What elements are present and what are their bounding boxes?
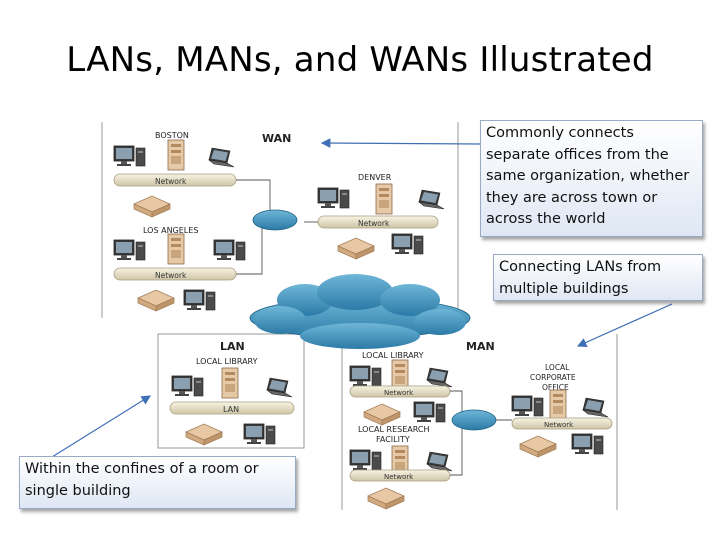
man-library-site: LOCAL LIBRARY Network [349, 351, 453, 426]
printer-icon [519, 435, 557, 458]
man-library-backbone [349, 385, 451, 398]
man-research-site: LOCAL RESEARCH FACILITY Network [349, 425, 453, 510]
internet-cloud-icon [249, 274, 471, 349]
desktop-computer-icon [171, 375, 204, 397]
desktop-computer-icon [349, 365, 382, 387]
lan-library-site: LOCAL LIBRARY LAN [169, 357, 295, 446]
man-panel [341, 334, 618, 510]
boston-site: BOSTON Network [113, 131, 237, 218]
laptop-icon [426, 451, 453, 472]
slide-title: LANs, MANs, and WANs Illustrated [66, 40, 654, 80]
printer-icon [137, 289, 175, 312]
printer-icon [185, 423, 223, 446]
laptop-icon [418, 189, 445, 210]
printer-icon [367, 487, 405, 510]
server-icon [167, 233, 185, 265]
corporate-label-line1: LOCAL [545, 363, 570, 372]
server-icon [221, 367, 239, 399]
laptop-icon [266, 377, 293, 398]
laptop-icon [426, 367, 453, 388]
lan-callout: Within the confines of a room or single … [19, 456, 296, 509]
denver-label: DENVER [358, 173, 392, 182]
wan-label: WAN [262, 132, 291, 145]
desktop-computer-icon [511, 395, 544, 417]
los-angeles-label: LOS ANGELES [143, 226, 198, 235]
server-icon [167, 139, 185, 171]
backbone-label: Network [384, 389, 414, 397]
wan-small-cloud [252, 209, 298, 231]
backbone-label: Network [155, 177, 187, 186]
desktop-computer-icon [317, 187, 350, 209]
man-small-cloud [451, 409, 497, 431]
man-callout: Connecting LANs from multiple buildings [493, 254, 703, 301]
lan-arrow [51, 395, 152, 458]
lan-library-label: LOCAL LIBRARY [196, 357, 258, 366]
backbone-label: Network [384, 473, 414, 481]
man-corporate-backbone [511, 417, 613, 430]
server-icon [391, 359, 409, 391]
lan-panel [157, 333, 305, 449]
desktop-computer-icon [243, 423, 276, 445]
backbone-label: Network [358, 219, 390, 228]
laptop-icon [582, 397, 609, 418]
los-angeles-site: LOS ANGELES Network [113, 226, 246, 312]
desktop-computer-icon [571, 433, 604, 455]
desktop-computer-icon [213, 239, 246, 261]
boston-label: BOSTON [155, 131, 189, 140]
printer-icon [337, 237, 375, 260]
man-library-label: LOCAL LIBRARY [362, 351, 424, 360]
lan-backbone [169, 401, 295, 415]
desktop-computer-icon [349, 449, 382, 471]
wan-links [236, 179, 318, 275]
server-icon [549, 389, 567, 421]
desktop-computer-icon [113, 145, 146, 167]
wan-arrow [320, 138, 481, 148]
backbone-label: Network [155, 271, 187, 280]
man-links [450, 390, 512, 476]
wan-panel [101, 122, 459, 318]
man-research-backbone [349, 469, 451, 482]
denver-site: DENVER Network [317, 173, 445, 260]
research-label-line2: FACILITY [376, 435, 410, 444]
man-arrow [576, 303, 673, 347]
desktop-computer-icon [413, 401, 446, 423]
research-label-line1: LOCAL RESEARCH [358, 425, 430, 434]
corporate-label-line3: OFFICE [542, 383, 569, 392]
wan-callout: Commonly connects separate offices from … [480, 120, 703, 237]
backbone-label-lan: LAN [223, 405, 239, 414]
man-corporate-site: LOCAL CORPORATE OFFICE Network [511, 363, 613, 458]
server-icon [375, 183, 393, 215]
desktop-computer-icon [391, 233, 424, 255]
lan-label: LAN [220, 340, 245, 353]
callout-arrows [51, 138, 673, 458]
printer-icon [133, 195, 171, 218]
backbone-label: Network [544, 421, 574, 429]
laptop-icon [208, 147, 235, 168]
man-label: MAN [466, 340, 495, 353]
desktop-computer-icon [183, 289, 216, 311]
corporate-label-line2: CORPORATE [530, 373, 576, 382]
desktop-computer-icon [113, 239, 146, 261]
printer-icon [363, 403, 401, 426]
